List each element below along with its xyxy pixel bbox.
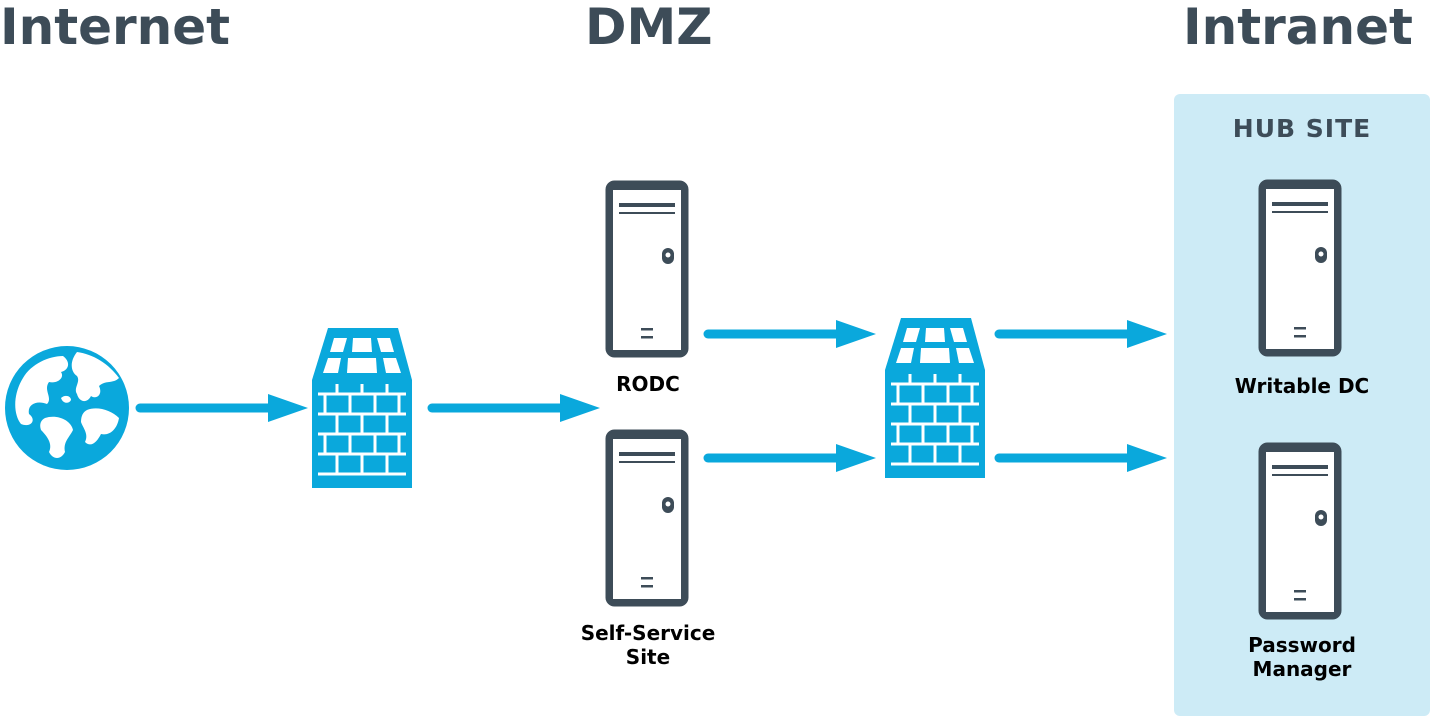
- arrow-globe-to-firewall: [140, 394, 308, 422]
- rodc-label: RODC: [616, 372, 680, 396]
- password-manager-label: Password Manager: [1248, 633, 1356, 681]
- password-manager-server-icon: [1258, 442, 1342, 620]
- rodc-server-icon: [605, 180, 689, 358]
- firewall-inner-icon: [883, 316, 987, 480]
- arrow-firewall-to-dmz: [432, 394, 600, 422]
- writable-dc-server-icon: [1258, 179, 1342, 357]
- arrow-firewall-to-password-manager: [999, 444, 1167, 472]
- zone-title-dmz: DMZ: [585, 0, 713, 56]
- arrow-selfservice-to-firewall: [708, 444, 876, 472]
- zone-title-intranet: Intranet: [1183, 0, 1413, 56]
- self-service-site-label: Self-Service Site: [580, 621, 716, 669]
- firewall-outer-icon: [310, 326, 414, 490]
- globe-icon: [5, 346, 129, 470]
- arrow-rodc-to-firewall: [708, 320, 876, 348]
- arrow-firewall-to-writable-dc: [999, 320, 1167, 348]
- writable-dc-label: Writable DC: [1234, 374, 1370, 398]
- self-service-server-icon: [605, 429, 689, 607]
- hub-site-label: HUB SITE: [1232, 114, 1372, 143]
- zone-title-internet: Internet: [0, 0, 231, 56]
